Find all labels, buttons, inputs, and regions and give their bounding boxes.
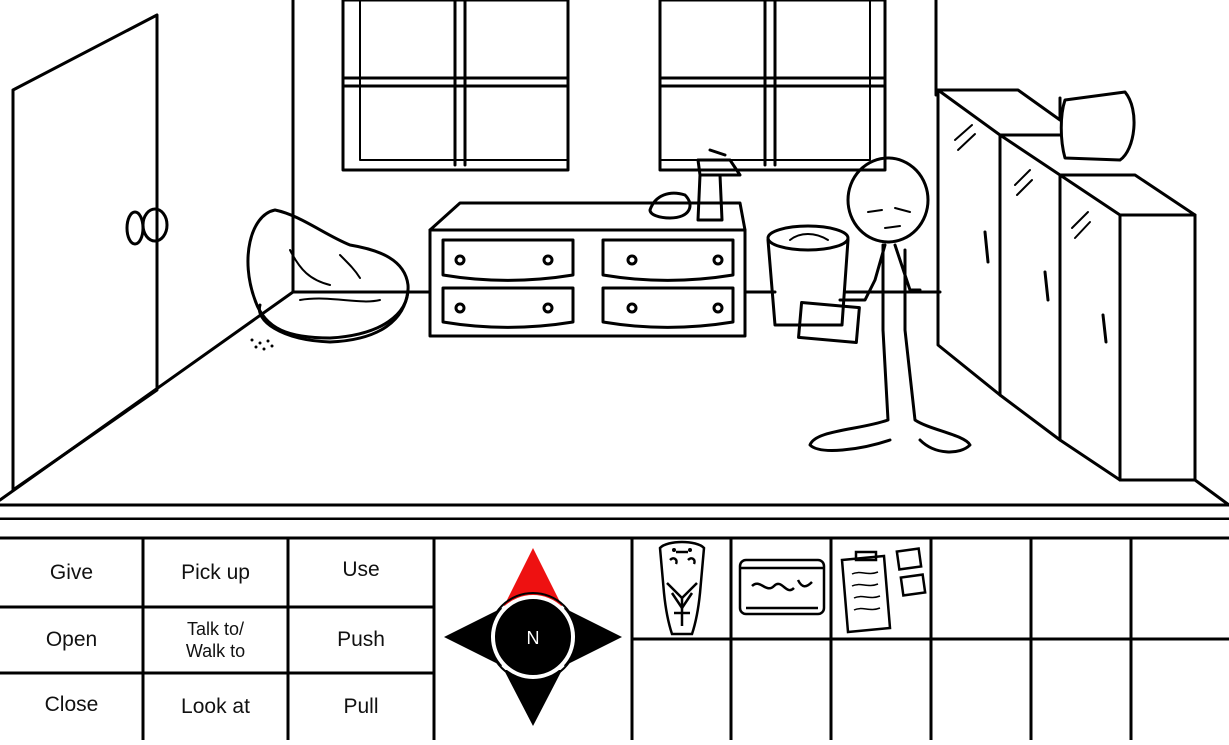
- inventory-slot-6[interactable]: [1132, 538, 1229, 638]
- verb-grid: Give Pick up Use Open Talk to/ Walk to P…: [0, 538, 434, 740]
- player-character: [797, 156, 972, 454]
- spray-bottle: [696, 148, 742, 222]
- compass[interactable]: N: [434, 538, 632, 740]
- verb-open-button[interactable]: Open: [45, 628, 98, 651]
- verb-give-button[interactable]: Give: [49, 560, 94, 584]
- specimen-tank-icon: [738, 558, 826, 616]
- verb-use-button[interactable]: Use: [342, 558, 380, 581]
- verb-talk-walk-button[interactable]: Talk to/ Walk to: [143, 607, 288, 673]
- inventory-slot-1[interactable]: [632, 538, 732, 638]
- compass-west-arrow: [444, 608, 502, 666]
- floor-crumbs: [250, 338, 274, 351]
- inventory-slot-11[interactable]: [1032, 639, 1132, 739]
- dresser: [428, 201, 747, 338]
- window-left: [341, 0, 570, 172]
- tiki-mask-icon: [658, 540, 706, 636]
- verb-pull-button[interactable]: Pull: [343, 694, 379, 718]
- inventory-slot-12[interactable]: [1132, 639, 1229, 739]
- compass-east-arrow: [564, 608, 622, 666]
- verb-walk-to-label: Walk to: [185, 641, 246, 661]
- inventory-slot-5[interactable]: [1032, 538, 1132, 638]
- inventory-slot-4[interactable]: [932, 538, 1032, 638]
- compass-north-arrow: [504, 548, 562, 606]
- inventory-slot-7[interactable]: [632, 639, 732, 739]
- panel-grid-lines: [0, 536, 1229, 740]
- trash-can: [766, 224, 850, 327]
- compass-center: [491, 595, 575, 679]
- window-right: [658, 0, 887, 172]
- clipboard-icon: [840, 547, 927, 634]
- verb-pick-up-button[interactable]: Pick up: [181, 560, 250, 584]
- inventory-slot-3[interactable]: [832, 538, 932, 638]
- inventory-slot-2[interactable]: [732, 538, 832, 638]
- compass-graphic: N: [444, 548, 622, 726]
- verb-close-button[interactable]: Close: [44, 693, 99, 716]
- verb-push-button[interactable]: Push: [337, 628, 385, 651]
- room-scene-art[interactable]: [0, 0, 1229, 520]
- inventory-slot-8[interactable]: [732, 639, 832, 739]
- command-panel: Give Pick up Use Open Talk to/ Walk to P…: [0, 520, 1229, 740]
- compass-south-arrow: [504, 670, 562, 726]
- lockers: [936, 88, 1197, 482]
- inventory-grid: [632, 538, 1229, 740]
- right-floor-edge: [1193, 478, 1229, 507]
- verb-look-at-button[interactable]: Look at: [181, 694, 250, 718]
- inventory-slot-10[interactable]: [932, 639, 1032, 739]
- laundry-pile: [246, 208, 410, 344]
- bag-on-lockers: [1059, 90, 1136, 162]
- compass-north-label: N: [527, 628, 540, 648]
- rag: [648, 191, 692, 220]
- verb-talk-to-label: Talk to/: [186, 619, 245, 639]
- game-scene[interactable]: [0, 0, 1229, 520]
- door: [11, 13, 169, 492]
- inventory-slot-9[interactable]: [832, 639, 932, 739]
